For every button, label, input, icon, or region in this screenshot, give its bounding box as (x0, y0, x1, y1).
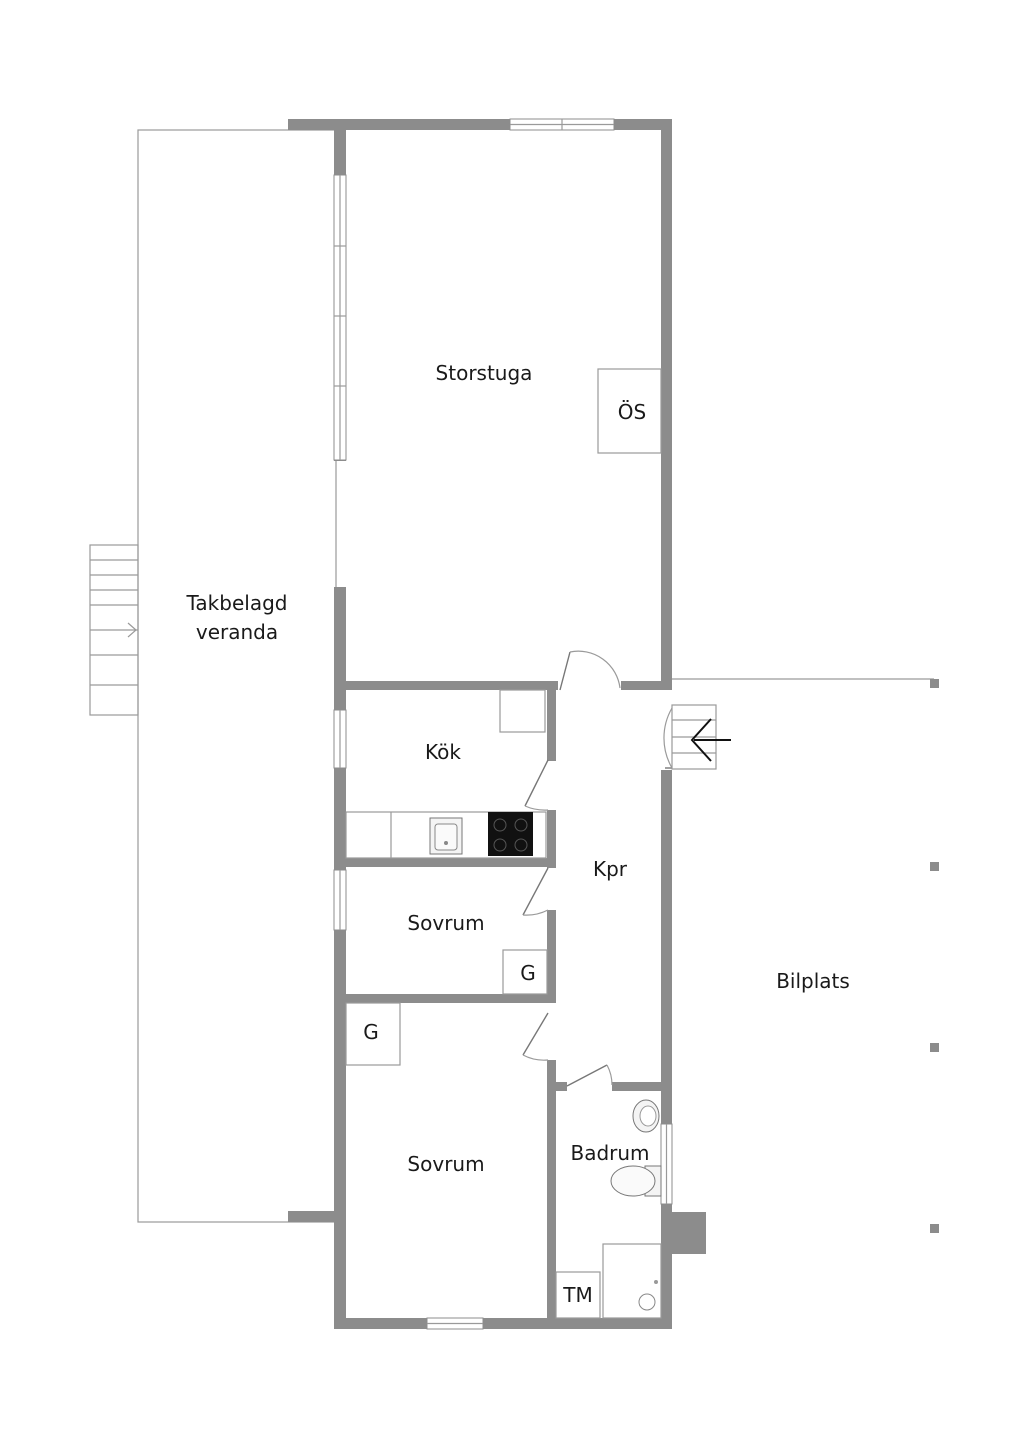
room-label-veranda-2: veranda (196, 620, 278, 644)
kitchen-fixtures (345, 689, 547, 859)
wardrobe-box-1 (502, 949, 548, 995)
entrance-steps (671, 704, 731, 770)
doors (522, 650, 673, 1087)
sink-icon (429, 817, 463, 855)
fireplace-box (597, 368, 662, 454)
room-label-veranda-1: Takbelagd (186, 591, 288, 615)
windows (333, 118, 673, 1330)
room-label-badrum: Badrum (570, 1141, 649, 1165)
washing-machine-box (555, 1271, 601, 1319)
bathroom-fixtures (555, 1099, 662, 1319)
stove-icon (488, 812, 533, 856)
wardrobe-box-2 (345, 1002, 401, 1066)
toilet-icon (610, 1165, 662, 1197)
room-label-bilplats: Bilplats (776, 969, 850, 993)
room-label-garderob-2: G (363, 1020, 379, 1044)
veranda-steps (89, 544, 139, 716)
carport (672, 678, 939, 1233)
interior-walls (334, 681, 672, 1329)
washbasin-icon (632, 1099, 660, 1133)
room-label-oppen-spis: ÖS (618, 400, 646, 424)
shower-box (602, 1243, 662, 1319)
entrance-arrow-icon (690, 718, 731, 762)
shower-drain-icon (638, 1280, 658, 1311)
room-label-sovrum-1: Sovrum (407, 911, 484, 935)
veranda (89, 129, 337, 1223)
room-label-storstuga: Storstuga (436, 361, 533, 385)
room-label-sovrum-2: Sovrum (407, 1152, 484, 1176)
room-label-kok: Kök (425, 740, 461, 764)
room-label-garderob-1: G (520, 961, 536, 985)
room-label-kpr: Kpr (593, 857, 628, 881)
room-label-tvattmaskin: TM (562, 1283, 592, 1307)
